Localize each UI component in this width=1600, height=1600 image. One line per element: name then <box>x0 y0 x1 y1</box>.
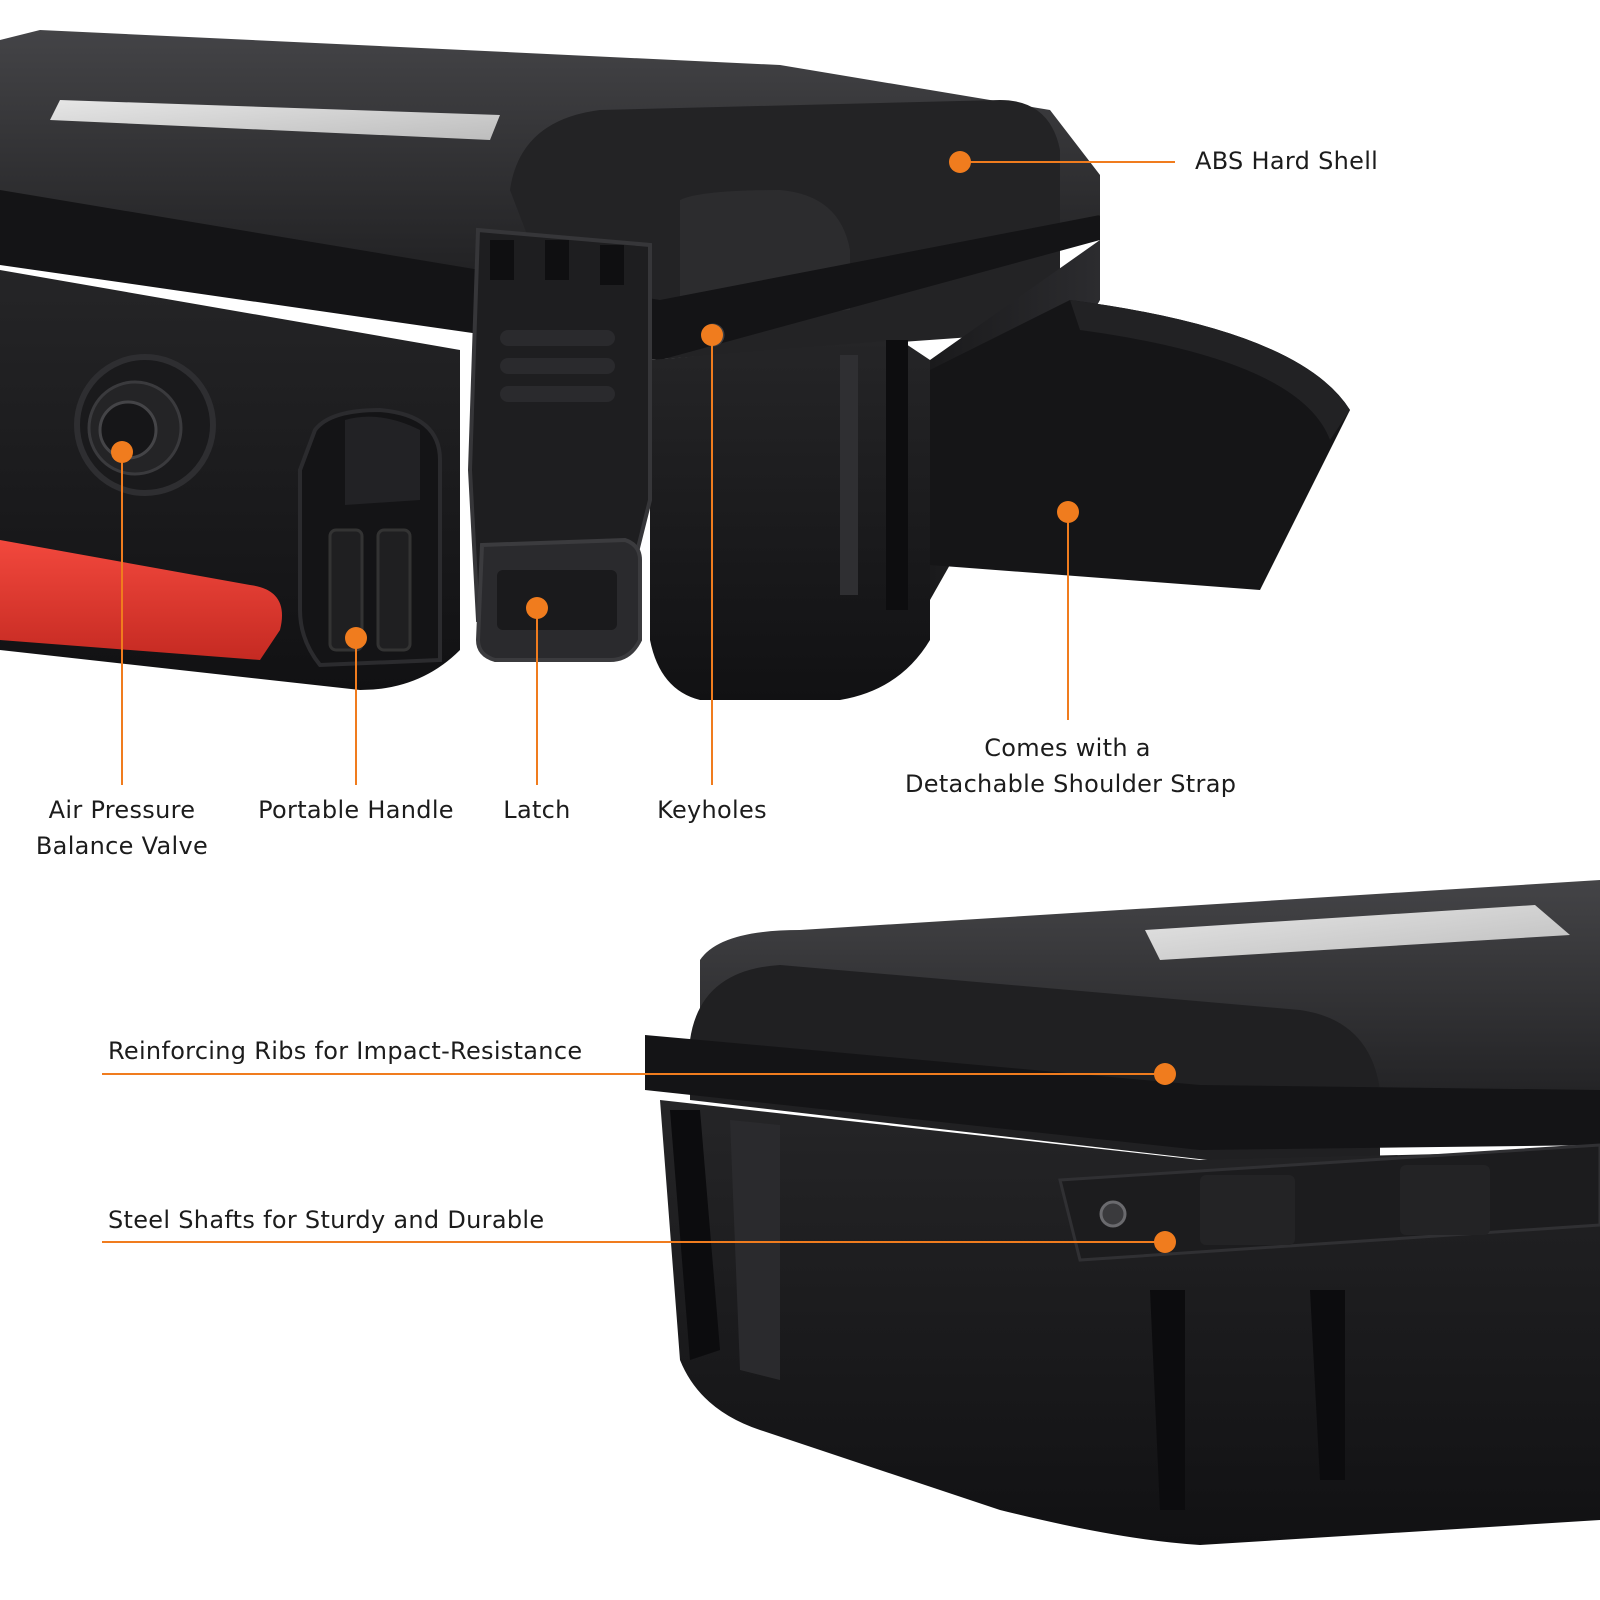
red-handle <box>0 540 282 660</box>
label-shoulder-strap-line1: Comes with a <box>984 734 1151 762</box>
label-shoulder-strap-line2: Detachable Shoulder Strap <box>905 770 1237 798</box>
brand-plate-bottom <box>1145 905 1570 960</box>
shoulder-strap <box>930 300 1350 590</box>
label-shoulder-strap: Comes with a Detachable Shoulder Strap <box>905 730 1237 802</box>
callout-dots <box>111 151 1176 1253</box>
label-steel-shafts: Steel Shafts for Sturdy and Durable <box>108 1206 545 1234</box>
label-portable-handle: Portable Handle <box>258 796 454 824</box>
callout-lines <box>102 161 1175 1243</box>
air-valve-icon <box>74 354 216 496</box>
label-air-valve-line2: Balance Valve <box>35 832 209 860</box>
label-latch: Latch <box>503 796 571 824</box>
label-air-valve: Air Pressure Balance Valve <box>22 792 222 864</box>
label-reinforcing-ribs: Reinforcing Ribs for Impact-Resistance <box>108 1037 583 1065</box>
case-top-view <box>0 30 1350 700</box>
label-air-valve-line1: Air Pressure <box>48 796 196 824</box>
label-abs-hard-shell: ABS Hard Shell <box>1195 147 1379 175</box>
label-keyholes: Keyholes <box>657 796 767 824</box>
brand-plate <box>50 100 500 140</box>
case-bottom-view <box>645 880 1600 1545</box>
steel-shaft-icon <box>1099 1200 1127 1228</box>
latch-icon <box>467 227 652 662</box>
